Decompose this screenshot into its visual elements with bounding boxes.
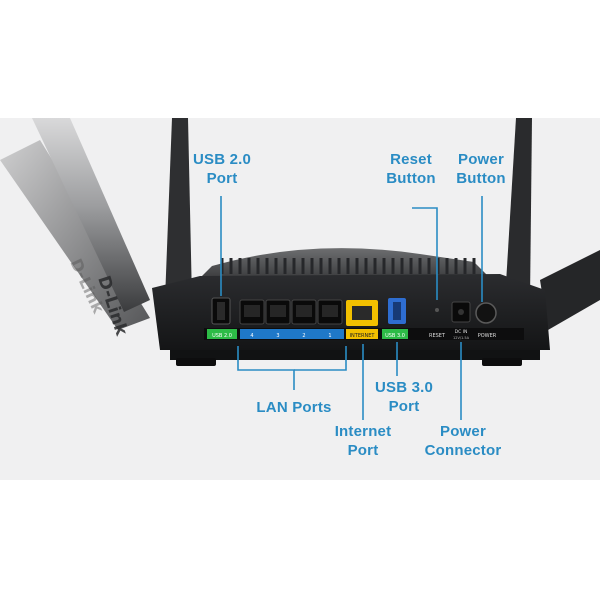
reset-button-hole	[435, 308, 439, 312]
router-illustration: D-Link D-Link	[0, 118, 600, 420]
lan-bracket-right	[294, 346, 347, 371]
right-antennas	[505, 118, 600, 330]
lan-number-labels: 4 3 2 1	[250, 333, 331, 339]
lan-number-label: 4	[250, 333, 253, 339]
callout-line: Port	[206, 170, 238, 187]
internet-strip-label: INTERNET	[350, 333, 376, 339]
lan-port-socket	[244, 305, 260, 317]
left-vertical-antenna	[165, 118, 192, 300]
callout-power-connector: Power Connector	[418, 422, 508, 460]
power-strip-label: POWER	[478, 333, 497, 339]
usb30-strip-label: USB 3.0	[385, 333, 405, 339]
callout-line: Button	[386, 170, 436, 187]
callout-line: Button	[456, 170, 506, 187]
router-top-dome	[200, 248, 490, 278]
callout-line: LAN Ports	[256, 399, 332, 416]
callout-usb20-port: USB 2.0 Port	[186, 150, 258, 188]
callout-line: Internet	[334, 423, 392, 440]
callout-leader-lines	[220, 196, 483, 420]
lan-ports	[239, 299, 343, 325]
callout-power-button: Power Button	[444, 150, 518, 188]
left-antennas: D-Link D-Link	[0, 118, 150, 339]
router-diagram: D-Link D-Link	[0, 118, 600, 480]
callout-line: USB 2.0	[192, 151, 252, 168]
lan-number-label: 1	[328, 333, 331, 339]
callout-line: Connector	[424, 442, 502, 459]
callout-reset-button: Reset Button	[374, 150, 448, 188]
reset-leader	[412, 207, 438, 300]
lan-port-socket	[322, 305, 338, 317]
power-button	[475, 302, 497, 324]
lan-number-label: 2	[302, 333, 305, 339]
dc-in-strip-label: DC IN	[455, 329, 468, 335]
callout-usb30-port: USB 3.0 Port	[366, 378, 442, 416]
reset-strip-label: RESET	[429, 333, 446, 339]
callout-line: Reset	[390, 151, 432, 168]
callout-line: Port	[388, 398, 420, 415]
lan-leader	[237, 346, 295, 390]
lan-port-socket	[270, 305, 286, 317]
usb20-strip-label: USB 2.0	[212, 333, 232, 339]
callout-line: Port	[347, 442, 379, 459]
callout-line: Power	[457, 151, 504, 168]
callout-internet-port: Internet Port	[326, 422, 400, 460]
lan-number-label: 3	[276, 333, 279, 339]
lan-port-socket	[296, 305, 312, 317]
dc-rating-strip-label: 12V/1.5A	[453, 336, 470, 340]
callout-lan-ports: LAN Ports	[244, 398, 344, 417]
callout-line: Power	[439, 423, 486, 440]
callout-line: USB 3.0	[374, 379, 434, 396]
